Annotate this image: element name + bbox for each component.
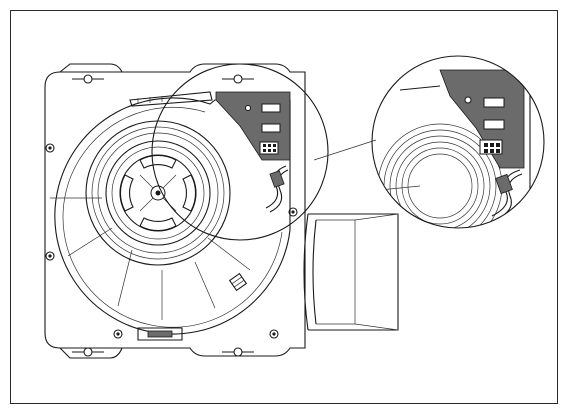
mounting-hole-top-left xyxy=(72,74,104,84)
detail-magnifier-small xyxy=(151,63,329,241)
screw-bottom-left xyxy=(113,329,123,339)
wire-harness xyxy=(265,165,289,213)
screw-bottom-right xyxy=(269,329,279,339)
bottom-left-ear xyxy=(59,347,123,359)
pcb-component-top xyxy=(261,103,281,113)
pcb-led xyxy=(245,105,251,111)
screw-left-top xyxy=(45,143,55,153)
pcb-connector xyxy=(259,141,279,155)
screw-right-mid xyxy=(288,207,298,217)
mounting-plate xyxy=(44,63,306,357)
vent-symbol xyxy=(228,272,248,292)
mounting-hole-top-right xyxy=(222,74,254,84)
detail-leader-line xyxy=(313,139,377,161)
pcb-component-mid xyxy=(261,123,281,133)
screw-left-bottom xyxy=(45,251,55,261)
fan-housing-inner xyxy=(62,106,283,328)
bottom-clip xyxy=(137,327,183,341)
mounting-hole-bottom-left xyxy=(72,347,104,357)
outlet-spigot xyxy=(303,213,399,331)
motor-hub xyxy=(119,154,197,232)
fan-housing xyxy=(54,97,291,335)
top-left-ear xyxy=(59,63,123,73)
top-bracket xyxy=(129,91,213,107)
detail-magnifier-large xyxy=(371,55,545,229)
mounting-hole-bottom-right xyxy=(222,347,254,357)
